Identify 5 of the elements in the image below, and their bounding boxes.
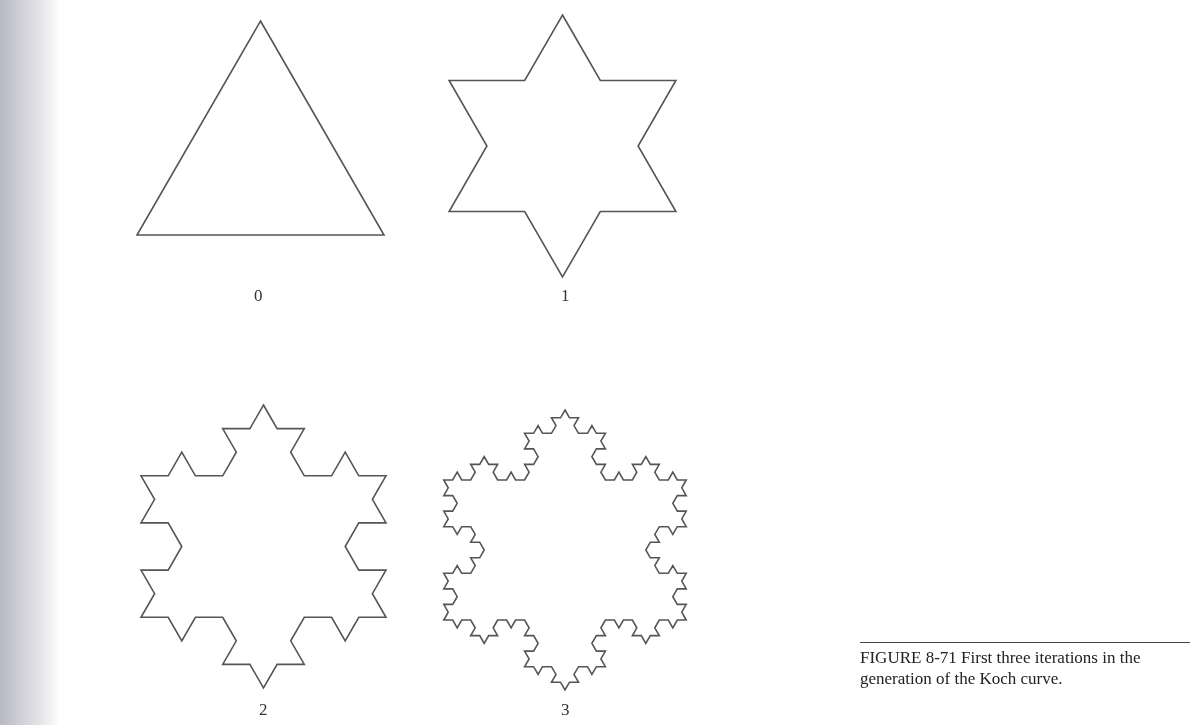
iteration-number: 1	[561, 286, 570, 306]
figure-caption: FIGURE 8-71 First three iterations in the generation of the Koch curve.	[860, 642, 1190, 689]
iteration-number: 0	[254, 286, 263, 306]
iteration-number: 2	[259, 700, 268, 720]
iteration-number: 3	[561, 700, 570, 720]
